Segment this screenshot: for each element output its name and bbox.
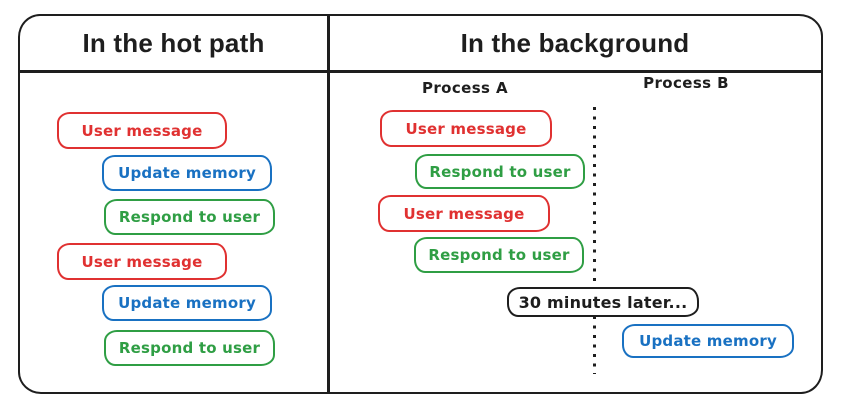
process-b-box-update-memory: Update memory bbox=[622, 324, 794, 358]
process-lane-dotted-divider bbox=[593, 107, 596, 374]
background-title: In the background bbox=[460, 27, 690, 58]
process-a-box-respond-to-user-2: Respond to user bbox=[414, 237, 584, 273]
thirty-minutes-later-note: 30 minutes later... bbox=[507, 287, 699, 317]
hot-path-box-respond-to-user-2: Respond to user bbox=[104, 330, 275, 366]
header-divider-line bbox=[20, 70, 821, 73]
hot-path-box-update-memory-1: Update memory bbox=[102, 155, 272, 191]
process-a-box-user-message-2: User message bbox=[378, 195, 550, 232]
process-a-box-user-message-1: User message bbox=[380, 110, 552, 147]
hot-path-box-respond-to-user-1: Respond to user bbox=[104, 199, 275, 235]
process-a-label: Process A bbox=[421, 79, 509, 97]
hot-path-box-user-message-1: User message bbox=[57, 112, 227, 149]
process-a-box-respond-to-user-1: Respond to user bbox=[415, 154, 585, 189]
hot-path-title: In the hot path bbox=[82, 27, 265, 58]
hot-path-box-update-memory-2: Update memory bbox=[102, 285, 272, 321]
process-b-label: Process B bbox=[643, 74, 729, 92]
panel-divider-line bbox=[327, 16, 330, 392]
diagram-frame: In the hot path In the background User m… bbox=[18, 14, 823, 394]
hot-path-box-user-message-2: User message bbox=[57, 243, 227, 280]
